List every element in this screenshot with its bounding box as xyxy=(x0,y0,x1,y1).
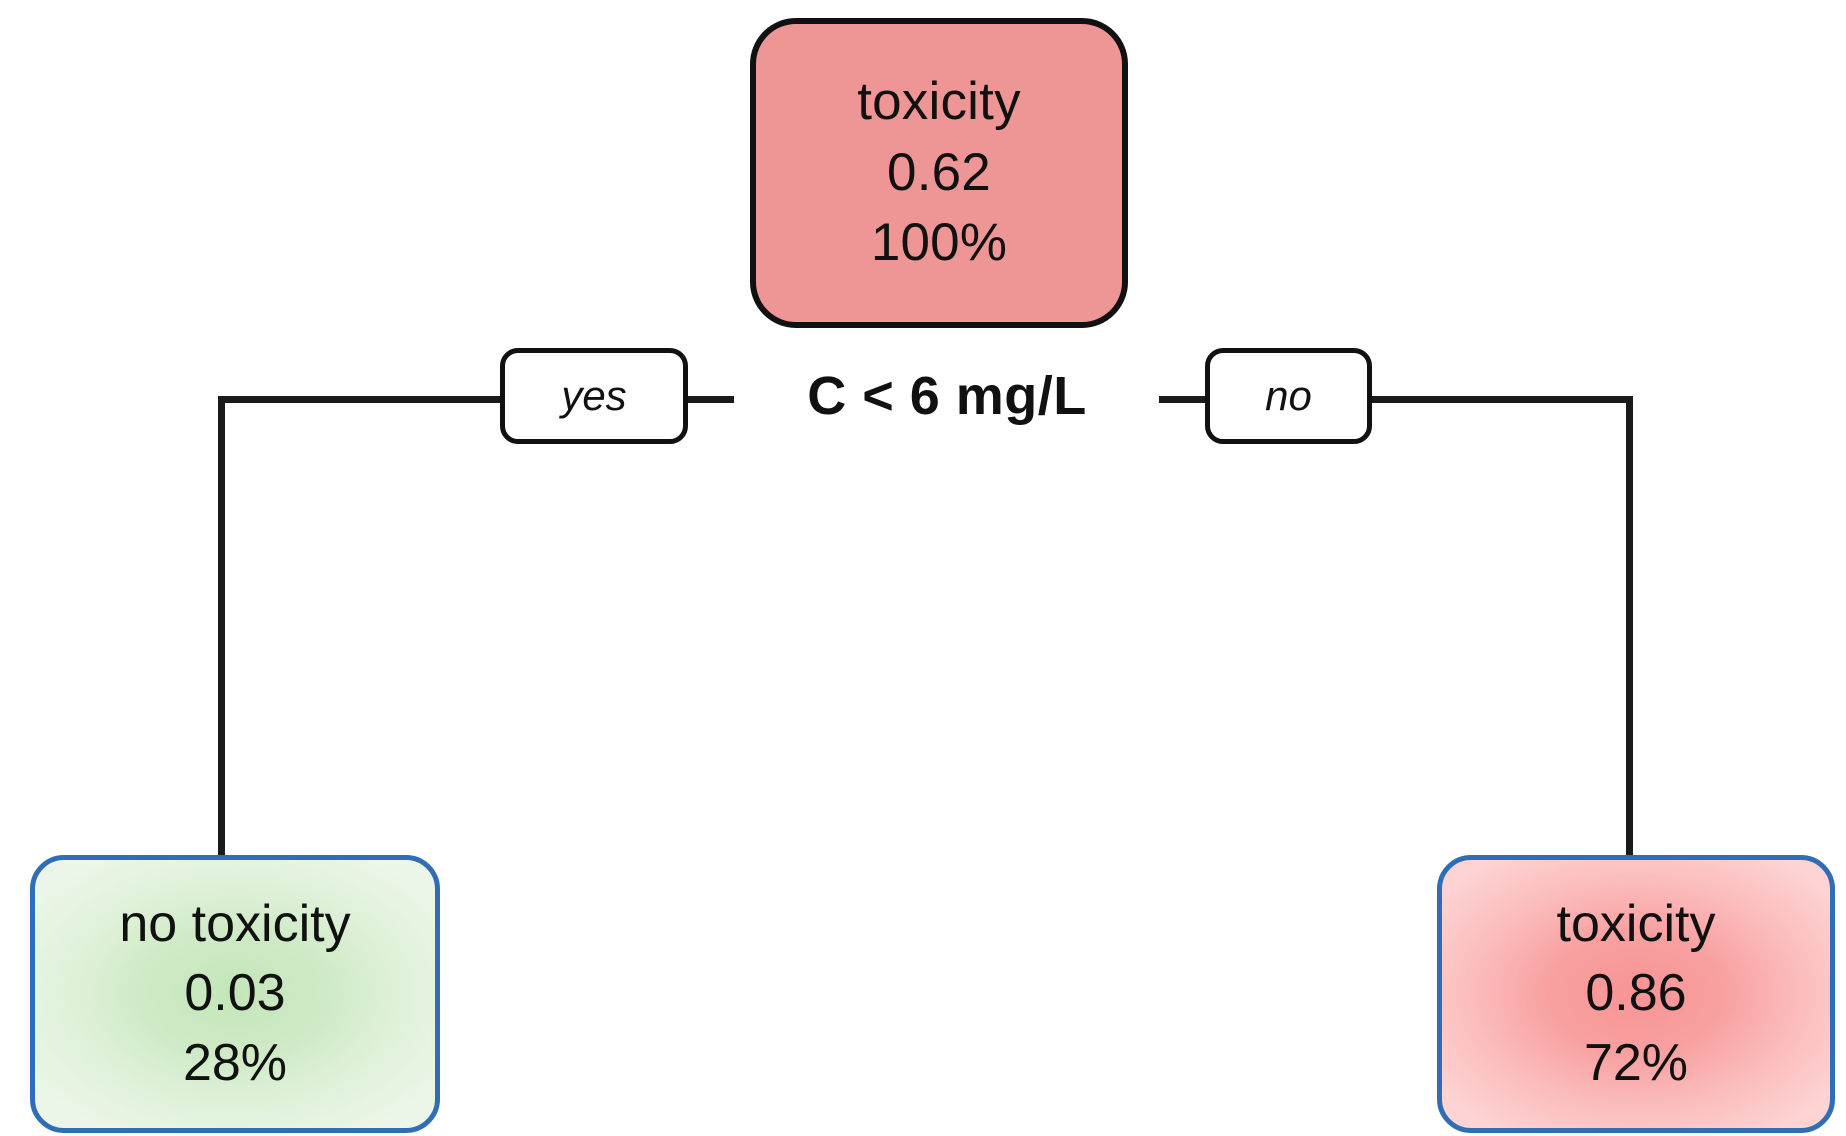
root-node[interactable]: toxicity 0.62 100% xyxy=(750,18,1128,328)
leaf-node-toxicity-percent: 72% xyxy=(1583,1033,1689,1092)
root-node-value: 0.62 xyxy=(887,142,991,202)
leaf-node-toxicity-label: toxicity xyxy=(1556,895,1716,954)
branch-label-no-text: no xyxy=(1265,372,1312,419)
split-condition-text: C < 6 mg/L xyxy=(807,366,1087,426)
root-node-label: toxicity xyxy=(857,72,1021,132)
leaf-node-no-toxicity-label: no toxicity xyxy=(119,895,351,954)
root-node-percent: 100% xyxy=(870,213,1008,273)
leaf-node-no-toxicity-value: 0.03 xyxy=(184,964,286,1023)
branch-label-yes[interactable]: yes xyxy=(500,348,688,444)
edge-no-horizontal xyxy=(1370,396,1633,403)
branch-label-no[interactable]: no xyxy=(1205,348,1372,444)
edge-no-stub xyxy=(1159,396,1207,403)
leaf-node-no-toxicity[interactable]: no toxicity 0.03 28% xyxy=(30,855,440,1133)
branch-label-yes-text: yes xyxy=(561,372,627,419)
split-condition: C < 6 mg/L xyxy=(732,352,1162,440)
leaf-node-toxicity[interactable]: toxicity 0.86 72% xyxy=(1437,855,1835,1133)
leaf-node-toxicity-value: 0.86 xyxy=(1585,964,1687,1023)
edge-yes-horizontal xyxy=(218,396,502,403)
edge-yes-vertical xyxy=(218,396,225,858)
edge-yes-stub xyxy=(686,396,734,403)
leaf-node-no-toxicity-percent: 28% xyxy=(182,1033,288,1092)
edge-no-vertical xyxy=(1626,396,1633,858)
